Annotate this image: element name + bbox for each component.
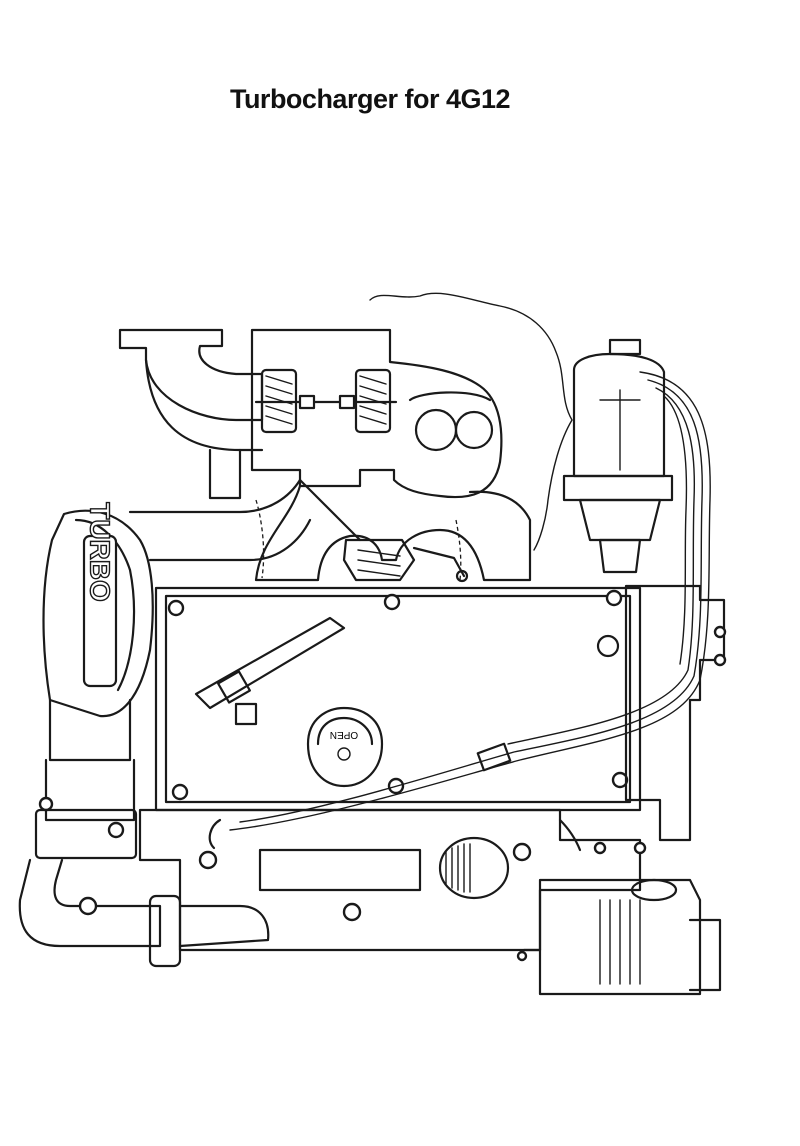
exhaust-manifold (254, 484, 532, 582)
crank-pulley-icon (438, 836, 510, 900)
wastegate-actuator-icon (298, 478, 469, 583)
timing-cover (624, 584, 726, 842)
alternator-icon (516, 878, 722, 996)
turbo-intake-pipe: TURBO (34, 502, 154, 860)
smoke-outline (369, 292, 573, 551)
spark-plug-leads (208, 371, 711, 852)
intake-elbow (118, 328, 264, 422)
turbo-housing (250, 328, 503, 499)
oil-filler-cap-icon: OPEN (306, 706, 384, 788)
breather-hose (194, 616, 346, 710)
page-title: Turbocharger for 4G12 (229, 84, 511, 114)
turbo-pipe-label: TURBO (85, 502, 116, 602)
oil-cap-label: OPEN (330, 729, 358, 740)
port-right (454, 410, 494, 450)
cover-bolts (167, 589, 629, 801)
rocker-cover (154, 586, 642, 812)
turbine-wheel-icon (254, 368, 398, 434)
distributor-icon (562, 338, 674, 574)
exhaust-pipe (18, 858, 162, 948)
port-left (414, 408, 458, 452)
